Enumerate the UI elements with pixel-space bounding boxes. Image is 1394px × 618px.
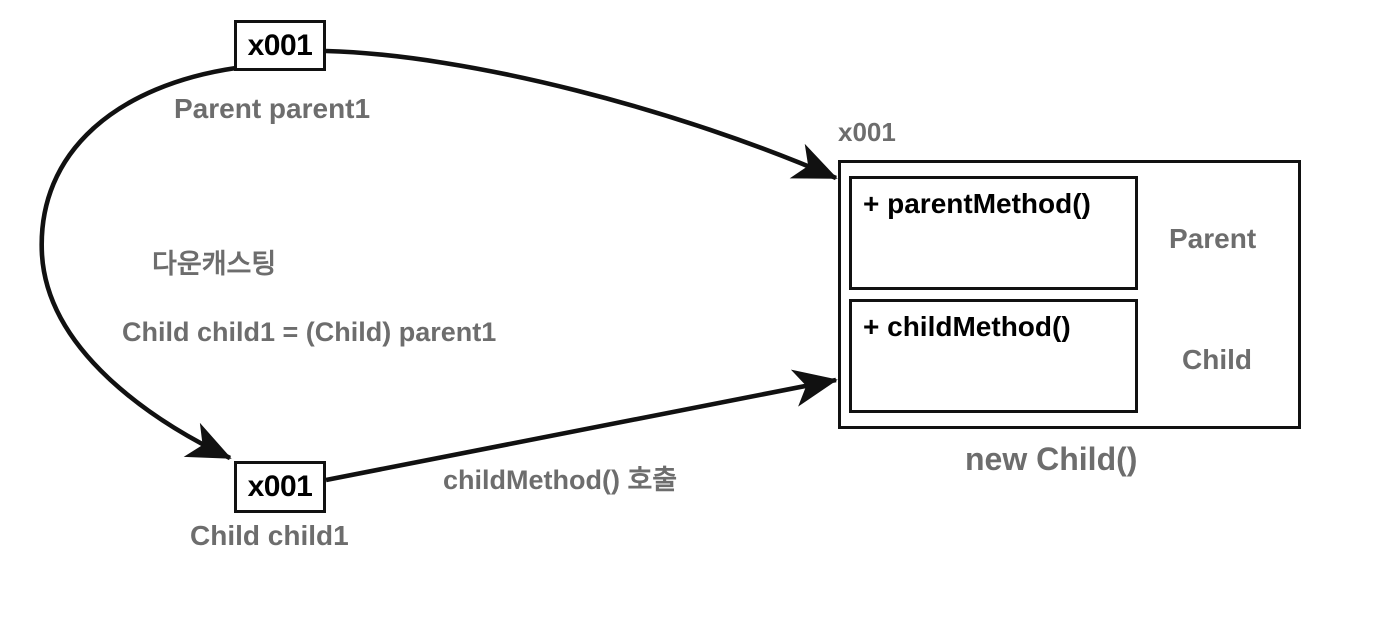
object-address-label: x001 xyxy=(838,117,896,147)
child-method-box[interactable]: + childMethod() xyxy=(849,299,1138,413)
downcast-annotation-title: 다운캐스팅 xyxy=(152,248,277,279)
parent-method-label: + parentMethod() xyxy=(863,188,1091,219)
parent-reference-box[interactable]: x001 xyxy=(234,20,326,71)
arrow-parent-ref-to-object xyxy=(325,48,838,181)
child-method-label: + childMethod() xyxy=(863,311,1071,342)
child-class-label: Child xyxy=(1182,344,1252,375)
method-call-annotation: childMethod() 호출 xyxy=(443,465,678,495)
downcast-annotation: 다운캐스팅 Child child1 = (Child) parent1 xyxy=(122,217,496,412)
parent-reference-caption: Parent parent1 xyxy=(174,93,371,124)
downcast-annotation-code: Child child1 = (Child) parent1 xyxy=(122,316,497,347)
parent-reference-value: x001 xyxy=(247,28,313,62)
object-instantiation-label: new Child() xyxy=(965,441,1138,477)
child-reference-caption: Child child1 xyxy=(190,520,349,551)
parent-method-box[interactable]: + parentMethod() xyxy=(849,176,1138,290)
arrow-childmethod-call xyxy=(325,369,838,483)
child-reference-value: x001 xyxy=(247,470,313,503)
arrow-downcast-curve xyxy=(39,65,237,461)
child-reference-box[interactable]: x001 xyxy=(234,461,326,513)
parent-class-label: Parent xyxy=(1169,223,1257,254)
